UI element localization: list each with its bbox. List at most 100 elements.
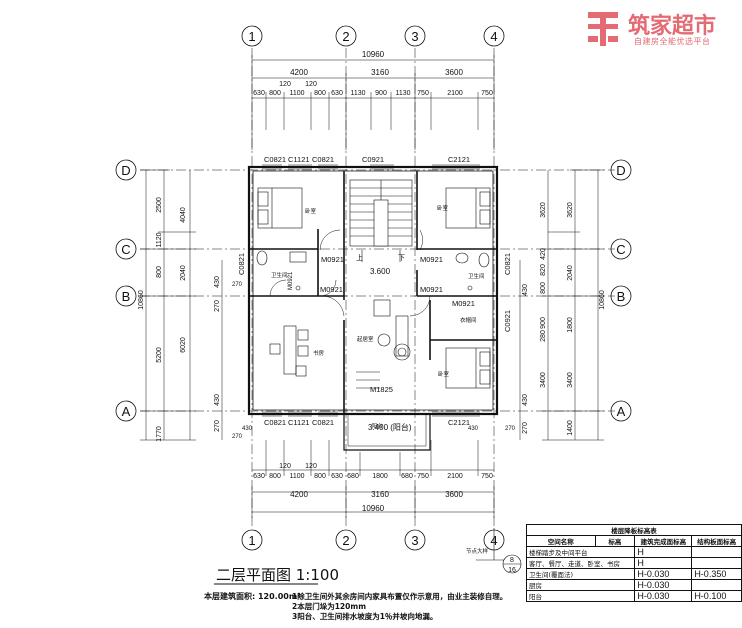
axis-label-col: 2 [342,533,349,548]
dim-bottom-detail: 120 [279,463,291,470]
level-table-cell: 楼梯踏步及中间平台 [525,546,636,558]
dim-bottom-detail: 2100 [447,473,463,480]
dim-bottom-detail: 800 [314,473,326,480]
window-tag: C0821 [264,155,286,164]
level-table-cell: H-0.100 [691,590,742,602]
dimension-ticks [140,55,604,518]
room-label: 起居室 [357,335,374,343]
bathroom-fixtures [256,250,490,291]
dim-left-detail: 430 [214,276,221,288]
dim-bottom-detail: 680 [347,473,359,480]
dim-top-bay: 4200 [290,68,308,77]
dim-right-bay: 3400 [567,372,574,388]
door-tag: M0921 [420,255,443,264]
axis-label-col: 3 [411,533,418,548]
dim-right-mid: 3620 [540,202,547,218]
room-label: 阳台 [372,422,384,430]
dim-right-bay: 2040 [567,265,574,281]
dim-bottom-detail: 680 [401,473,413,480]
window-tag-side: C0921 [503,310,512,332]
dim-left-bay: 4040 [180,207,187,223]
dim-top-detail: 630 [253,90,265,97]
axis-label-row: D [616,163,625,178]
room-label: 卧室 [438,370,450,378]
level-table-cell: H-0.030 [634,579,693,591]
note-line: 2本层门垛为120mm [292,602,367,611]
brand-slogan: 自建房全能优选平台 [634,37,711,46]
balcony [343,414,431,451]
study-furniture [269,325,309,377]
dim-top-detail: 630 [331,90,343,97]
window-tag: C0821 [264,418,286,427]
dim-bottom-bay: 4200 [290,490,308,499]
door-tag: M0921 [452,299,475,308]
room-label: 卧室 [437,204,449,212]
room-label: 卫生间 [468,272,485,280]
window-tag: C1121 [288,155,310,164]
note-line: 1除卫生间外其余房间内家具布置仅作示意用，由业主装修自理。 [292,592,508,601]
dim-left-detail: 5200 [156,347,163,363]
detail-caption: 节点大样 [466,547,489,555]
axis-label-col: 2 [342,29,349,44]
level-table-header: 标高 [594,535,636,547]
axis-label-row: C [616,242,625,257]
level-table-cell [691,557,742,569]
door-tag: M0921 [320,285,343,294]
window-tag-side: C0821 [503,253,512,275]
window-marks [262,164,480,417]
dim-small: 270 [232,434,243,440]
dim-bottom-detail: 800 [269,473,281,480]
detail-number: 8 [510,557,514,564]
interior-walls [249,171,497,414]
door-swings [269,229,431,317]
dim-top-total: 10960 [362,50,385,59]
level-table-cell: 卫生间(覆面法) [525,568,636,580]
dim-right-mid: 420 [540,248,547,260]
dim-left-extra: 270 [214,420,221,432]
detail-sheet: 16 [508,567,516,574]
drawing-title: 二层平面图 1:100 [216,566,339,584]
level-stair: 3.600 [370,267,391,276]
dim-bottom-detail: 120 [305,463,317,470]
level-table-cell: 客厅、餐厅、走道、卧室、书房 [525,557,636,569]
dim-bottom-detail: 1100 [289,473,304,480]
room-label: 卫生间 [271,271,288,279]
level-table-cell: H-0.350 [691,568,742,580]
dim-top-detail: 750 [417,90,429,97]
dim-top-bay: 3600 [445,68,463,77]
door-tag: M0921 [420,285,443,294]
dim-top-detail: 800 [314,90,326,97]
axis-label-row: D [121,163,130,178]
brand-watermark: 筑家超市 自建房全能优选平台 [586,8,736,50]
level-table-header: 空间名称 [526,535,596,547]
dim-bottom-detail: 750 [417,473,429,480]
window-tag: C2121 [448,155,470,164]
dim-right-mid: 900 [540,317,547,329]
room-label: 书房 [313,349,325,357]
axis-label-col: 1 [248,533,255,548]
axis-label-col: 3 [411,29,418,44]
dim-right-mid: 800 [540,282,547,294]
level-table-cell [691,546,742,558]
dim-right-bay: 3620 [567,202,574,218]
dimension-lines [145,59,599,513]
axis-label-row: A [617,404,626,419]
dim-right-bay: 1400 [567,420,574,436]
window-tag: C2121 [448,418,470,427]
window-tag-side: C0821 [237,253,246,275]
dim-left-detail: 270 [214,300,221,312]
dim-left-bay: 6020 [180,337,187,353]
level-table-cell: H-0.030 [634,568,693,580]
level-table-header: 结构板面标高 [691,535,742,547]
dim-top-detail: 120 [305,81,317,88]
dim-bottom-detail: 630 [253,473,265,480]
window-tag: C0821 [312,418,334,427]
dim-bottom-detail: 630 [331,473,343,480]
dim-right-mid: 1800 [567,317,574,333]
dim-left-detail: 2500 [156,197,163,213]
stair [349,179,413,262]
dim-top-detail: 2100 [447,90,463,97]
window-tag: C0921 [362,155,384,164]
dim-top-detail: 1130 [350,90,365,97]
level-balcony: 3.400 (阳台) [368,422,412,432]
